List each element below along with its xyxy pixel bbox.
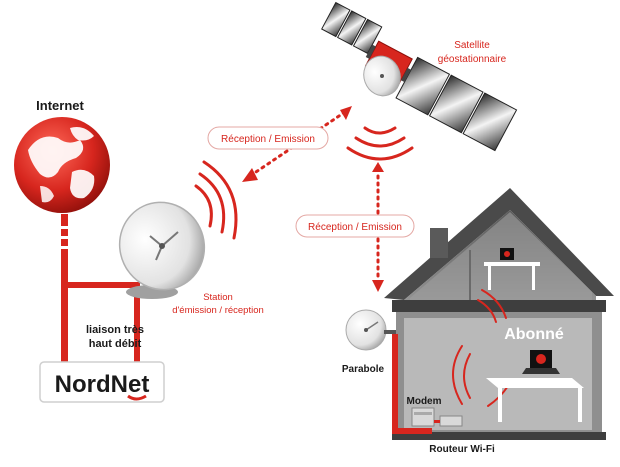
- nordnet-logo: NordNet: [39, 361, 165, 403]
- reception-emission-left-label: Réception / Emission: [221, 134, 315, 145]
- wifi-router: [434, 415, 463, 427]
- station-label-line2: d'émission / réception: [172, 305, 264, 316]
- subscriber-label: Abonné: [504, 326, 564, 343]
- internet-link-connector: [61, 214, 140, 364]
- reception-emission-right-label: Réception / Emission: [308, 222, 402, 233]
- ground-station-waves: [194, 160, 238, 240]
- internet-label: Internet: [36, 98, 84, 113]
- internet-globe: [14, 117, 110, 213]
- modem-label: Modem: [407, 396, 442, 407]
- satellite-label-line1: Satellite: [454, 40, 490, 51]
- satellite-label-line2: géostationnaire: [438, 54, 507, 65]
- liaison-label-line2: haut débit: [89, 338, 142, 350]
- modem: [411, 407, 435, 427]
- station-label-line1: Station: [203, 292, 233, 303]
- router-label: Routeur Wi-Fi: [429, 444, 495, 455]
- dish-to-modem-cable: [392, 334, 432, 434]
- liaison-label-line1: liaison très: [86, 324, 144, 336]
- room-desk: [486, 350, 584, 422]
- home-satellite-dish: [345, 309, 396, 351]
- reception-emission-badge-right: Réception / Emission: [295, 214, 415, 238]
- satellite: [321, 1, 518, 152]
- attic-desk: [484, 248, 540, 290]
- nordnet-logo-text: NordNet: [55, 371, 150, 398]
- ground-station-dish: [118, 201, 206, 299]
- satellite-waves: [346, 126, 414, 161]
- parabole-label: Parabole: [342, 364, 385, 375]
- reception-emission-badge-left: Réception / Emission: [207, 126, 329, 150]
